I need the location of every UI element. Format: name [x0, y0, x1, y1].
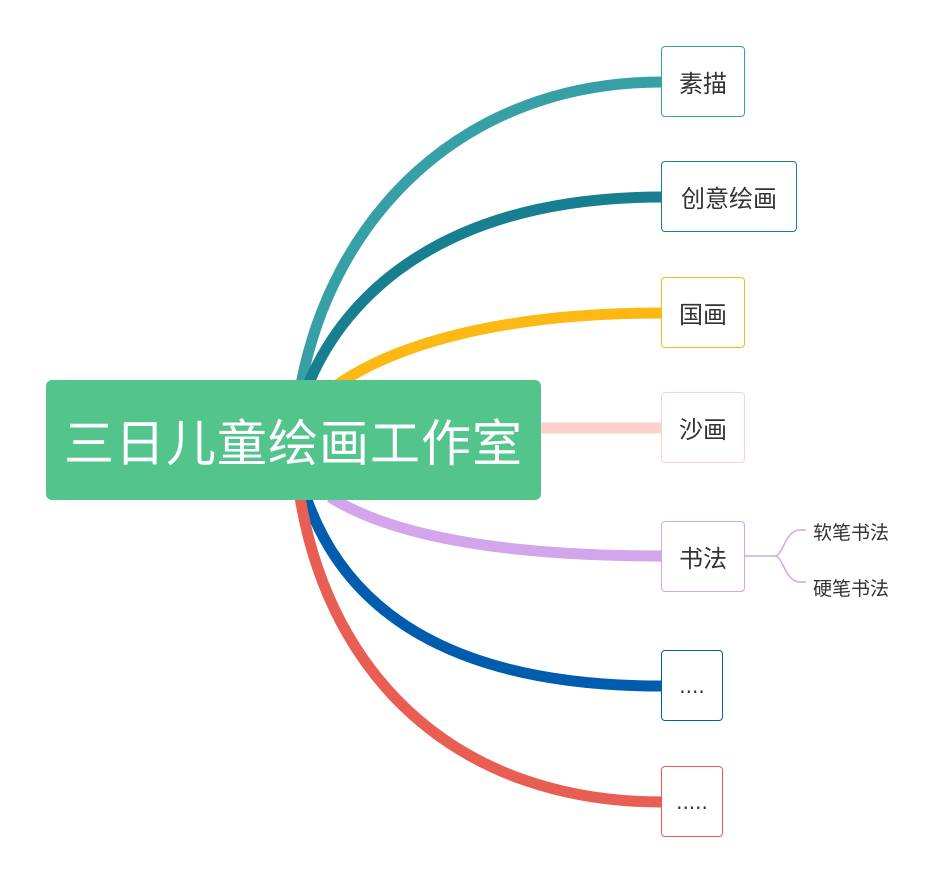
branch-label: 沙画 [679, 416, 727, 444]
branch-label: 书法 [679, 545, 727, 573]
subtopic-label: 硬笔书法 [813, 578, 890, 600]
connector-brush-calligraphy [745, 529, 806, 557]
branch-topic-creative-painting[interactable]: 创意绘画 [661, 161, 797, 232]
connector-calligraphy [327, 492, 663, 562]
branch-topic-sand-painting[interactable]: 沙画 [661, 392, 745, 463]
branch-topic-sketch[interactable]: 素描 [661, 46, 745, 117]
branch-topic-chinese-painting[interactable]: 国画 [661, 277, 745, 348]
connector-more-2 [294, 496, 663, 808]
branch-label: .... [679, 673, 705, 698]
subtopic-brush-calligraphy[interactable]: 软笔书法 [813, 518, 889, 545]
connector-pen-calligraphy [774, 555, 806, 583]
branch-topic-more-2[interactable]: ..... [661, 766, 723, 837]
branch-topic-calligraphy[interactable]: 书法 [661, 521, 745, 592]
connector-more-1 [300, 495, 663, 692]
branch-label: 素描 [679, 70, 727, 98]
subtopic-pen-calligraphy[interactable]: 硬笔书法 [813, 574, 889, 601]
branch-topic-more-1[interactable]: .... [661, 650, 723, 721]
branch-label: 创意绘画 [681, 185, 777, 213]
root-topic-label: 三日儿童绘画工作室 [64, 415, 523, 473]
branch-label: ..... [676, 789, 708, 814]
connector-chinese-painting [326, 307, 663, 395]
connector-creative-painting [300, 191, 663, 393]
connector-sketch [294, 76, 663, 391]
subtopic-label: 软笔书法 [813, 522, 890, 544]
root-topic[interactable]: 三日儿童绘画工作室 [46, 380, 541, 500]
branch-label: 国画 [679, 301, 727, 329]
